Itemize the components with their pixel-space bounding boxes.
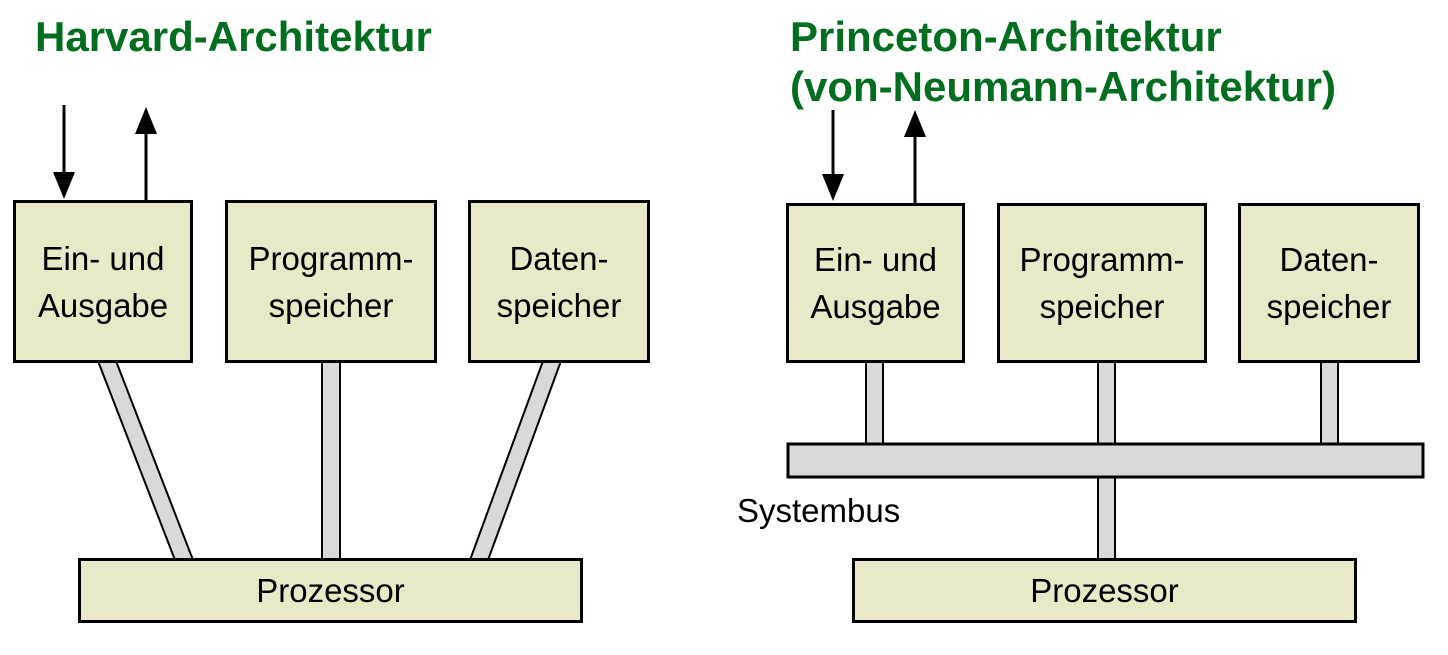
princeton-data-memory-label-line2: speicher (1266, 288, 1392, 325)
princeton-program-memory-label-line1: Programm- (1019, 241, 1185, 278)
princeton-io-box: Ein- und Ausgabe (786, 203, 965, 363)
princeton-io-box-label-line1: Ein- und (814, 241, 937, 278)
princeton-title-line1: Princeton-Architektur (790, 13, 1222, 60)
princeton-program-memory-box: Programm- speicher (997, 203, 1207, 363)
harvard-io-bus-connector (96, 360, 195, 561)
harvard-data-bus-connector (468, 360, 563, 561)
harvard-io-box-label-line2: Ausgabe (37, 286, 169, 324)
princeton-io-bus-connector (865, 360, 884, 449)
princeton-processor-bus-connector (1097, 473, 1116, 561)
harvard-output-arrow-head (135, 107, 157, 134)
princeton-data-memory-box: Daten- speicher (1238, 203, 1420, 363)
princeton-processor-box: Prozessor (852, 558, 1357, 623)
harvard-input-arrow-head (53, 172, 75, 199)
harvard-program-memory-label-line1: Programm- (248, 239, 414, 277)
harvard-data-memory-label-line2: speicher (496, 286, 622, 324)
princeton-data-bus-connector (1320, 360, 1339, 449)
harvard-program-bus-connector (321, 360, 341, 561)
princeton-processor-label: Prozessor (1030, 571, 1179, 609)
harvard-data-memory-box: Daten- speicher (468, 200, 650, 363)
princeton-title-line2: (von-Neumann-Architektur) (790, 63, 1337, 110)
princeton-input-arrow-head (822, 174, 844, 201)
harvard-processor-label: Prozessor (256, 571, 405, 609)
harvard-program-memory-label-line2: speicher (268, 286, 394, 324)
princeton-io-box-label-line2: Ausgabe (810, 288, 941, 325)
princeton-program-bus-connector (1097, 360, 1116, 449)
princeton-output-arrow-head (904, 110, 926, 137)
princeton-program-memory-label-line2: speicher (1039, 288, 1165, 325)
harvard-io-box: Ein- und Ausgabe (13, 200, 193, 363)
harvard-program-memory-box: Programm- speicher (225, 200, 437, 363)
harvard-io-box-label-line1: Ein- und (41, 239, 165, 277)
harvard-processor-box: Prozessor (78, 558, 583, 623)
harvard-data-memory-label-line1: Daten- (509, 239, 609, 277)
princeton-data-memory-label-line1: Daten- (1279, 241, 1379, 278)
harvard-title: Harvard-Architektur (35, 13, 432, 60)
system-bus-bar (786, 442, 1425, 479)
system-bus-label: Systembus (737, 492, 901, 529)
princeton-title: Princeton-Architektur (von-Neumann-Archi… (790, 12, 1336, 112)
